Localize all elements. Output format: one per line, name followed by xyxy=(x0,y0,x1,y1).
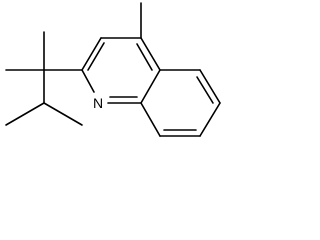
bond-C5-C6-double xyxy=(196,76,214,104)
molecule-structure: N xyxy=(5,2,221,137)
bond-C4-C4a xyxy=(140,37,161,71)
bonds xyxy=(5,2,221,137)
bond-C4a-C8a xyxy=(140,69,161,104)
bond-CH-methyl-right xyxy=(43,102,83,126)
bond-C8-C8a xyxy=(140,102,161,137)
bond-C4-C4a-double xyxy=(136,43,153,71)
bond-C2-C3-double xyxy=(87,42,105,71)
bond-C5-C6 xyxy=(199,69,221,104)
atom-label-nitrogen: N xyxy=(93,95,103,111)
bond-N-C2 xyxy=(81,69,95,93)
bond-C2-C3 xyxy=(81,37,102,71)
bond-C6-C7 xyxy=(199,102,221,137)
bond-CH-methyl-left xyxy=(5,102,45,126)
